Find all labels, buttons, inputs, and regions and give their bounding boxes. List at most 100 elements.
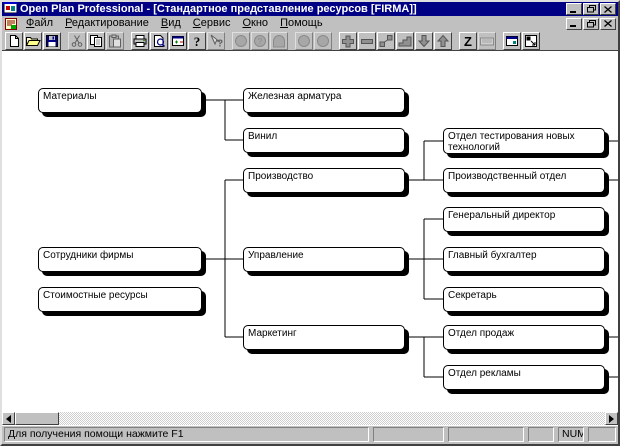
move-down-button[interactable] bbox=[415, 31, 433, 50]
toolbar-group: ? bbox=[232, 31, 289, 50]
cut-icon bbox=[69, 34, 85, 48]
node-circle-button bbox=[232, 31, 250, 50]
toolbar-group bbox=[5, 31, 62, 50]
mdi-close-button[interactable] bbox=[600, 17, 616, 30]
scroll-left-button[interactable] bbox=[2, 412, 15, 425]
document-icon[interactable] bbox=[5, 17, 17, 30]
print-preview-button[interactable] bbox=[150, 31, 168, 50]
tree-node[interactable]: Производство bbox=[243, 168, 405, 193]
tree-node[interactable]: Винил bbox=[243, 128, 405, 153]
menu-item-file[interactable]: Файл bbox=[26, 17, 54, 29]
paste-icon bbox=[107, 34, 123, 48]
toolbar-group: ?? bbox=[131, 31, 226, 50]
minimize-button[interactable] bbox=[566, 3, 582, 15]
num-indicator: NUM bbox=[558, 427, 584, 442]
mdi-restore-button[interactable] bbox=[583, 17, 599, 30]
tree-node[interactable]: Отдел продаж bbox=[443, 325, 605, 350]
tree-node[interactable]: Железная арматура bbox=[243, 88, 405, 113]
node-arch-icon bbox=[271, 34, 287, 48]
restore-button[interactable] bbox=[583, 3, 599, 15]
paste-button bbox=[106, 31, 124, 50]
context-help-icon: ? bbox=[208, 34, 224, 48]
tree-node[interactable]: Отдел рекламы bbox=[443, 365, 605, 390]
app-icon[interactable] bbox=[3, 2, 18, 18]
steps-button[interactable] bbox=[396, 31, 414, 50]
node-circle-alt-icon: ? bbox=[252, 34, 268, 48]
menu-bar: Файл Редактирование Вид Сервис Окно Помощь bbox=[2, 16, 618, 31]
move-up-button[interactable] bbox=[434, 31, 452, 50]
toolbar: ??? Z bbox=[2, 31, 618, 51]
window-tile-button[interactable] bbox=[503, 31, 521, 50]
tree-node[interactable]: Материалы bbox=[38, 88, 202, 113]
resource-window-icon bbox=[170, 34, 186, 48]
link-button[interactable] bbox=[377, 31, 395, 50]
node-circle-c-icon bbox=[315, 34, 331, 48]
remove-button[interactable] bbox=[358, 31, 376, 50]
svg-text:?: ? bbox=[217, 38, 223, 48]
horizontal-scrollbar[interactable] bbox=[2, 412, 618, 425]
toolbar-group bbox=[339, 31, 453, 50]
mdi-minimize-button[interactable] bbox=[566, 17, 582, 30]
svg-text:Z: Z bbox=[464, 34, 472, 48]
open-icon bbox=[25, 34, 41, 48]
tree-node[interactable]: Маркетинг bbox=[243, 325, 405, 350]
keyboard-button bbox=[478, 31, 496, 50]
copy-icon bbox=[88, 34, 104, 48]
status-panel bbox=[528, 427, 554, 442]
scrollbar-thumb[interactable] bbox=[15, 412, 59, 425]
copy-button[interactable] bbox=[87, 31, 105, 50]
window-resize-button[interactable] bbox=[522, 31, 540, 50]
open-button[interactable] bbox=[24, 31, 42, 50]
close-button[interactable] bbox=[600, 3, 616, 15]
move-down-icon bbox=[416, 34, 432, 48]
tree-node[interactable]: Сотрудники фирмы bbox=[38, 247, 202, 272]
status-panel bbox=[373, 427, 444, 442]
node-arch-button bbox=[270, 31, 288, 50]
status-panel bbox=[588, 427, 616, 442]
tree-node[interactable]: Главный бухгалтер bbox=[443, 247, 605, 272]
keyboard-icon bbox=[479, 34, 495, 48]
menu-item-window[interactable]: Окно bbox=[242, 17, 269, 29]
node-circle-icon bbox=[233, 34, 249, 48]
new-button[interactable] bbox=[5, 31, 23, 50]
status-panel bbox=[448, 427, 524, 442]
menu-item-edit[interactable]: Редактирование bbox=[65, 17, 149, 29]
save-button[interactable] bbox=[43, 31, 61, 50]
scroll-right-button[interactable] bbox=[605, 412, 618, 425]
cut-button bbox=[68, 31, 86, 50]
steps-icon bbox=[397, 34, 413, 48]
window-resize-icon bbox=[523, 34, 539, 48]
print-preview-icon bbox=[151, 34, 167, 48]
toolbar-group bbox=[503, 31, 541, 50]
link-icon bbox=[378, 34, 394, 48]
help-icon: ? bbox=[189, 34, 205, 48]
menu-item-view[interactable]: Вид bbox=[160, 17, 181, 29]
tree-node[interactable]: Отдел тестирования новых технологий bbox=[443, 128, 605, 154]
title-bar: Open Plan Professional - [Стандартное пр… bbox=[2, 2, 618, 16]
menu-item-help[interactable]: Помощь bbox=[280, 17, 323, 29]
svg-text:?: ? bbox=[194, 34, 201, 48]
print-button[interactable] bbox=[131, 31, 149, 50]
node-circle-c-button bbox=[314, 31, 332, 50]
new-icon bbox=[6, 34, 22, 48]
tree-node[interactable]: Генеральный директор bbox=[443, 207, 605, 232]
tree-node[interactable]: Производственный отдел bbox=[443, 168, 605, 193]
move-up-icon bbox=[435, 34, 451, 48]
arrow-left-icon bbox=[6, 414, 11, 423]
scrollbar-track[interactable] bbox=[15, 412, 605, 425]
sort-z-button[interactable]: Z bbox=[459, 31, 477, 50]
save-icon bbox=[44, 34, 60, 48]
add-button[interactable] bbox=[339, 31, 357, 50]
arrow-right-icon bbox=[609, 414, 614, 423]
help-button[interactable]: ? bbox=[188, 31, 206, 50]
tree-node[interactable]: Секретарь bbox=[443, 287, 605, 312]
node-circle-alt-button: ? bbox=[251, 31, 269, 50]
node-circle-b-button bbox=[295, 31, 313, 50]
window-tile-icon bbox=[504, 34, 520, 48]
resource-window-button[interactable] bbox=[169, 31, 187, 50]
tree-node[interactable]: Управление bbox=[243, 247, 405, 272]
menu-item-service[interactable]: Сервис bbox=[192, 17, 231, 29]
tree-node[interactable]: Стоимостные ресурсы bbox=[38, 287, 202, 312]
remove-icon bbox=[359, 34, 375, 48]
